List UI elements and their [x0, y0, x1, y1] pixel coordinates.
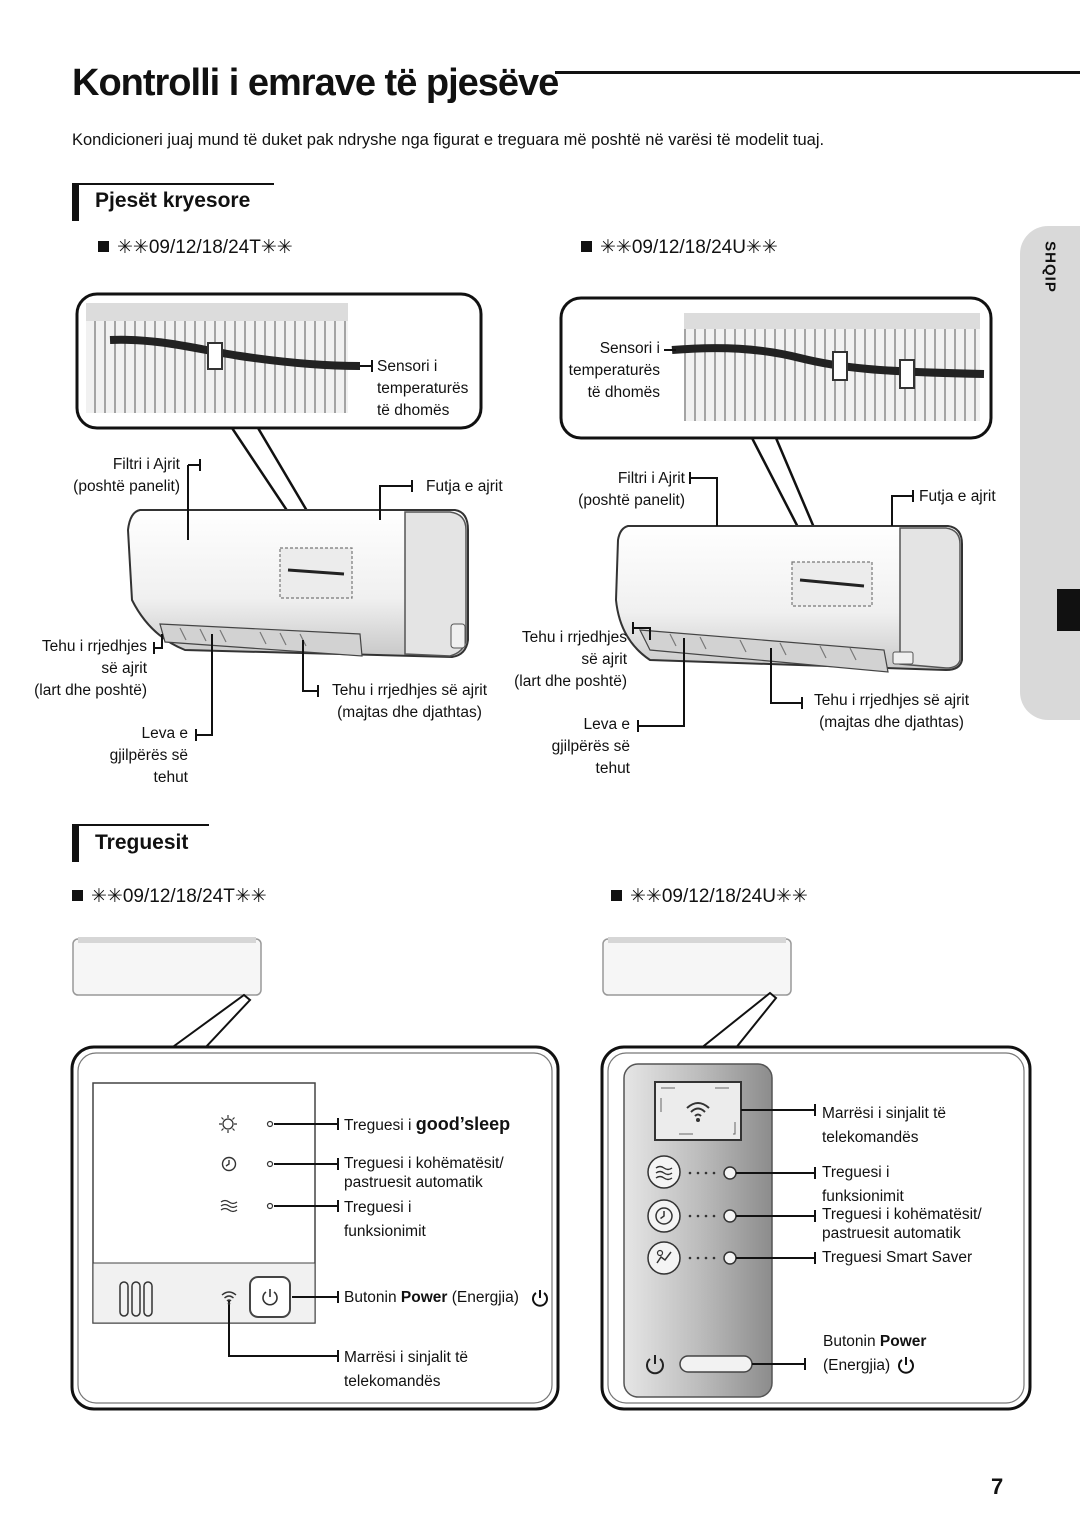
- label-goodsleep-indicator: Treguesi i good’sleep: [344, 1114, 511, 1134]
- power-icon[interactable]: [643, 1353, 667, 1377]
- label-horizontal-blade-left: Tehu i rrjedhjes së ajrit (majtas dhe dj…: [331, 682, 488, 721]
- power-icon: [532, 1290, 548, 1307]
- model-label-u: ✳✳09/12/18/24U✳✳: [581, 236, 778, 259]
- airflow-icon: [220, 1199, 238, 1213]
- model-label-t: ✳✳09/12/18/24T✳✳: [72, 885, 267, 908]
- unit-thumb-left: [72, 937, 262, 996]
- label-sensor-right: Sensori i temperaturës të dhomës: [568, 340, 660, 401]
- model-label-t: ✳✳09/12/18/24T✳✳: [98, 236, 293, 259]
- moon-sun-icon: [219, 1115, 237, 1133]
- label-air-inlet-left: Futja e ajrit: [426, 478, 503, 495]
- label-receiver-left: Marrësi i sinjalit të telekomandës: [344, 1349, 469, 1390]
- label-sensor-left: Sensori i temperaturës të dhomës: [377, 358, 469, 419]
- label-vertical-blade-left: Tehu i rrjedhjes së ajrit (lart dhe posh…: [34, 638, 147, 699]
- sensor-zoom-bubble-right: [559, 296, 993, 440]
- label-blade-lever-left: Leva e gjilpërës së tehut: [109, 725, 188, 786]
- label-filter-right: Filtri i Ajrit (poshtë panelit): [578, 470, 685, 509]
- title-rule: [555, 71, 1080, 74]
- label-smart-saver-indicator: Treguesi Smart Saver: [822, 1249, 973, 1266]
- label-power-button-right: Butonin Power (Energjia): [823, 1333, 927, 1374]
- power-icon[interactable]: [260, 1287, 280, 1307]
- clock-icon: [655, 1207, 673, 1225]
- airflow-icon: [655, 1165, 673, 1181]
- power-icon: [898, 1357, 914, 1374]
- label-operation-indicator-right: Treguesi i funksionimit: [822, 1164, 904, 1205]
- page-number: 7: [991, 1474, 1004, 1499]
- intro-text: Kondicioneri juaj mund të duket pak ndry…: [72, 131, 825, 149]
- side-tab-marker: [1057, 589, 1080, 631]
- section-bar: [72, 183, 79, 221]
- label-filter-left: Filtri i Ajrit (poshtë panelit): [73, 456, 180, 495]
- label-air-inlet-right: Futja e ajrit: [919, 488, 996, 505]
- language-side-tab: [1020, 226, 1080, 720]
- label-blade-lever-right: Leva e gjilpërës së tehut: [551, 716, 630, 777]
- label-timer-indicator-left: Treguesi i kohëmatësit/ pastruesit autom…: [344, 1155, 504, 1191]
- display-panel-right: [600, 1045, 1032, 1411]
- smart-saver-icon: [656, 1249, 672, 1264]
- label-power-button-left: Butonin Power (Energjia): [344, 1289, 519, 1306]
- label-timer-indicator-right: Treguesi i kohëmatësit/ pastruesit autom…: [822, 1206, 982, 1242]
- indoor-unit-right: [614, 525, 963, 673]
- label-horizontal-blade-right: Tehu i rrjedhjes së ajrit (majtas dhe dj…: [813, 692, 970, 731]
- display-panel-left: [70, 1045, 560, 1411]
- page-title: Kontrolli i emrave të pjesëve: [72, 62, 559, 104]
- unit-thumb-right: [602, 937, 792, 996]
- section-title-main-parts: Pjesët kryesore: [95, 189, 251, 212]
- section-title-indicators: Treguesit: [95, 831, 189, 854]
- label-receiver-right: Marrësi i sinjalit të telekomandës: [822, 1105, 947, 1146]
- label-operation-indicator-left: Treguesi i funksionimit: [344, 1199, 426, 1240]
- section-rule: [79, 183, 274, 185]
- sensor-zoom-bubble-left: [75, 292, 483, 430]
- section-bar: [72, 824, 79, 862]
- section-rule: [79, 824, 209, 826]
- model-label-u: ✳✳09/12/18/24U✳✳: [611, 885, 808, 908]
- label-vertical-blade-right: Tehu i rrjedhjes së ajrit (lart dhe posh…: [514, 629, 627, 690]
- wifi-icon: [686, 1102, 710, 1122]
- clock-icon: [221, 1156, 237, 1172]
- wifi-icon: [221, 1291, 237, 1305]
- indoor-unit-left: [126, 509, 469, 659]
